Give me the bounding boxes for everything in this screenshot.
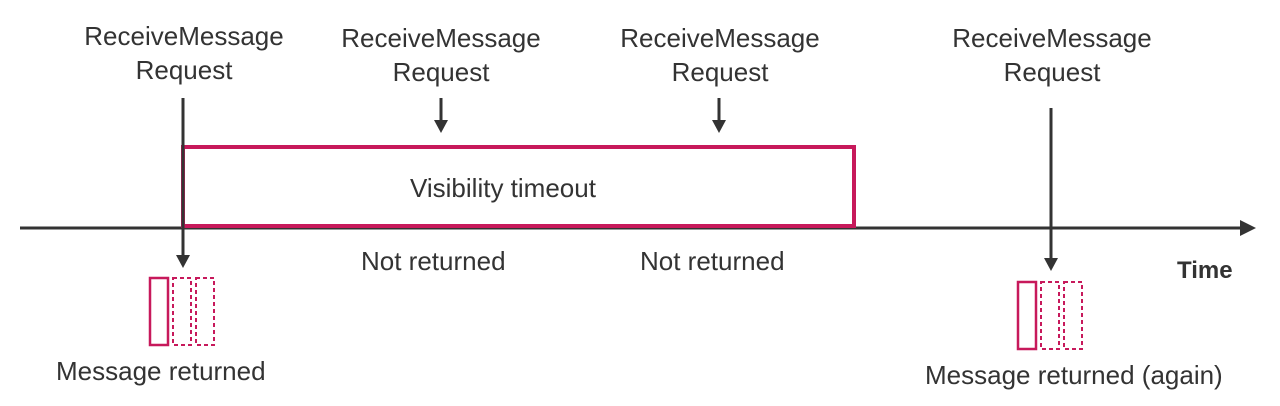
not-returned-label: Not returned [640, 246, 785, 276]
request-label-line2: Request [392, 57, 490, 87]
request-label-line1: ReceiveMessage [952, 23, 1152, 53]
request-3-arrowhead [712, 120, 726, 133]
request-label-line2: Request [671, 57, 769, 87]
message-returned-again-label: Message returned (again) [925, 360, 1223, 390]
request-2-arrowhead [434, 120, 448, 133]
time-axis-arrowhead [1240, 220, 1256, 236]
request-label: ReceiveMessage Request [600, 21, 840, 89]
time-axis-label: Time [1177, 257, 1233, 284]
message-queue-icon [148, 276, 215, 347]
message-returned-label: Message returned [56, 356, 266, 386]
request-label-line1: ReceiveMessage [341, 23, 541, 53]
request-label: ReceiveMessage Request [64, 19, 304, 87]
request-label-line1: ReceiveMessage [620, 23, 820, 53]
request-label-line1: ReceiveMessage [84, 21, 284, 51]
request-label-line2: Request [1003, 57, 1101, 87]
visibility-timeout-label: Visibility timeout [410, 173, 596, 203]
request-label-line2: Request [135, 55, 233, 85]
not-returned-label: Not returned [361, 246, 506, 276]
request-label: ReceiveMessage Request [932, 21, 1172, 89]
request-4-arrowhead [1044, 258, 1058, 271]
request-label: ReceiveMessage Request [321, 21, 561, 89]
request-1-arrowhead [176, 255, 190, 268]
message-queue-icon [1016, 280, 1083, 351]
